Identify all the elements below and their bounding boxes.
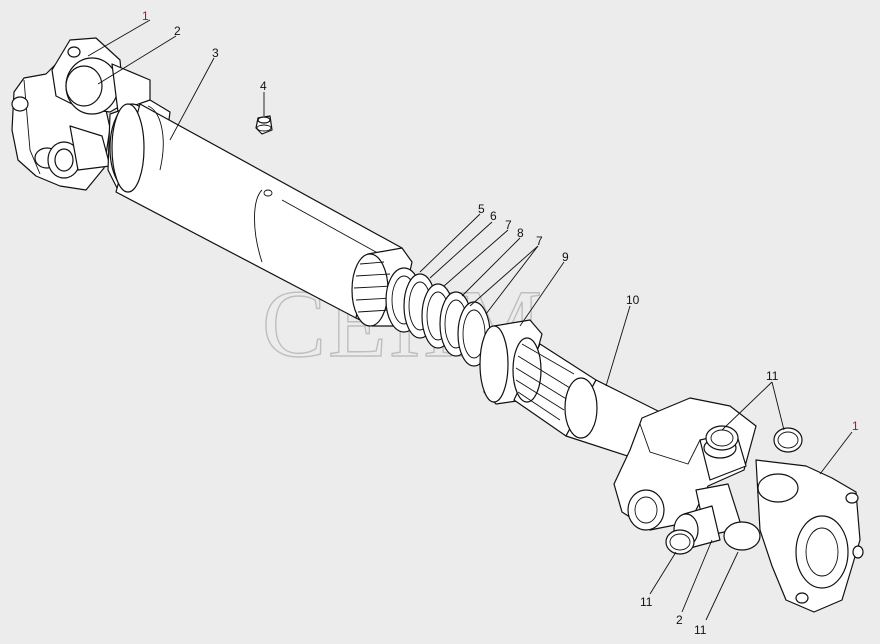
grease-fitting [255, 115, 273, 135]
callout-2-left: 2 [174, 24, 181, 38]
callout-11-bottom-right: 11 [694, 623, 707, 637]
callout-9: 9 [562, 250, 569, 264]
leader-lines [87, 19, 853, 621]
callout-labels: 1 2 3 4 5 6 7 8 7 9 10 11 1 11 2 11 [142, 9, 859, 637]
callout-5: 5 [478, 202, 485, 216]
callout-11-bottom-left: 11 [640, 595, 653, 609]
callout-10: 10 [626, 293, 640, 307]
splined-stub-shaft [512, 337, 669, 461]
callout-6: 6 [490, 209, 497, 223]
callout-7-upper: 7 [505, 218, 512, 232]
right-flange-yoke [755, 459, 864, 613]
callout-4: 4 [260, 79, 267, 93]
main-tube [111, 103, 403, 319]
callout-8: 8 [517, 226, 524, 240]
callout-2-right: 2 [676, 613, 683, 627]
callout-1-left: 1 [142, 9, 149, 23]
callout-7-lower: 7 [536, 234, 543, 248]
callout-1-right: 1 [852, 419, 859, 433]
callout-11-top: 11 [766, 369, 779, 383]
snap-rings [665, 425, 803, 555]
callout-3: 3 [212, 46, 219, 60]
left-spider-cross [51, 37, 151, 171]
